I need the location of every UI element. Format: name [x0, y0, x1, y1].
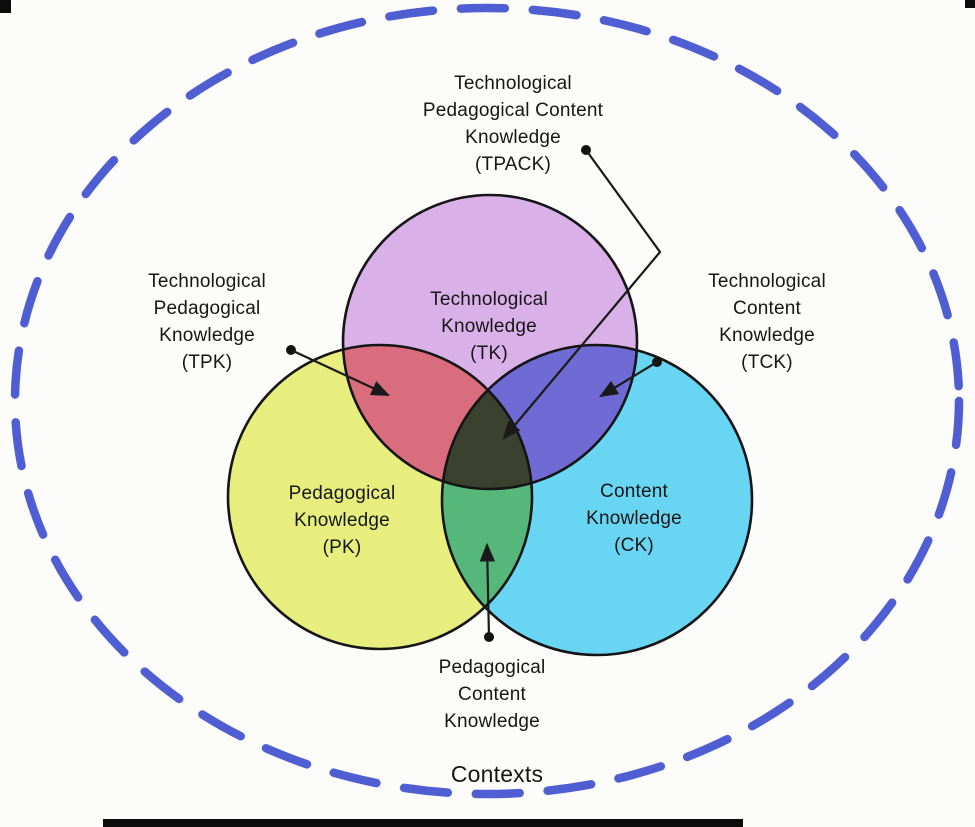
pk-label: Pedagogical Knowledge (PK) — [288, 483, 396, 558]
pck-pointer — [479, 542, 496, 642]
tpack-pointer-line — [502, 149, 662, 440]
tck-pointer — [599, 357, 662, 398]
pk-circle-outline — [226, 343, 534, 651]
contexts-dashed-ellipse — [10, 3, 964, 799]
tk-circle-outline — [341, 193, 639, 491]
tpk-region — [343, 345, 532, 489]
tck-pointer-line — [599, 361, 658, 398]
ck-label: Content Knowledge (CK) — [586, 481, 682, 556]
tck-region — [442, 345, 637, 489]
tpk-label: Technological Pedagogical Knowledge (TPK… — [148, 271, 266, 373]
tpk-pointer — [286, 345, 390, 396]
pck-label: Pedagogical Content Knowledge — [438, 657, 546, 732]
pck-pointer-line — [479, 542, 496, 638]
bottom-crop-bar — [103, 819, 743, 827]
ck-circle-outline — [440, 343, 754, 657]
top-right-scan-mark — [965, 0, 975, 8]
tpk-pointer-line — [290, 349, 390, 396]
contexts-label: Contexts — [450, 761, 544, 787]
tk-label: Technological Knowledge (TK) — [430, 289, 548, 364]
top-left-scan-mark — [0, 0, 11, 13]
tck-label: Technological Content Knowledge (TCK) — [708, 271, 826, 373]
tpack-pointer — [502, 145, 662, 440]
tpack-label: Technological Pedagogical Content Knowle… — [422, 73, 604, 175]
